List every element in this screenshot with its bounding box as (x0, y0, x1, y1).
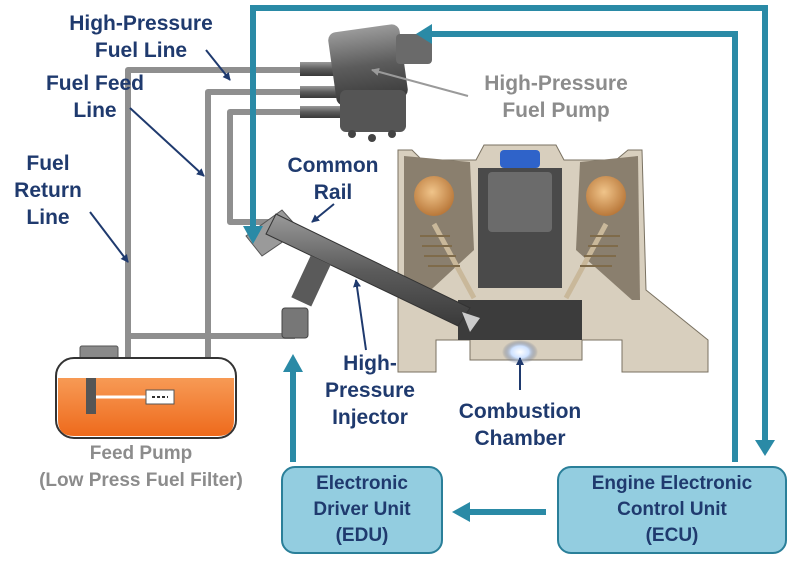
feed-pump (86, 378, 96, 414)
label-hp-fuel-line: High-Pressure Fuel Line (56, 10, 226, 64)
label-combustion-chamber-2: Chamber (474, 427, 566, 450)
ecu-to-rail-signal (250, 5, 768, 440)
label-fuel-feed-line-1: Fuel Feed (45, 72, 145, 95)
edu-to-injector-arrowhead (283, 354, 303, 372)
signal-arrows (243, 5, 775, 522)
label-common-rail: Common Rail (280, 152, 386, 206)
label-fuel-return-line-2: Return (14, 179, 82, 202)
label-feed-pump-2: (Low Press Fuel Filter) (39, 470, 243, 491)
hp-fuel-pipe (227, 109, 300, 225)
label-hp-injector-2: Pressure (325, 379, 415, 402)
fuel-feed-pipe (205, 89, 300, 380)
label-feed-pump: Feed Pump (Low Press Fuel Filter) (12, 440, 270, 494)
ecu-to-rail-arrowhead (243, 226, 263, 244)
leader-lines (89, 49, 524, 390)
ecu-to-pump-arrowhead (416, 24, 432, 44)
label-fuel-return-line-1: Fuel (26, 152, 70, 175)
label-hp-fuel-line-1: High-Pressure (69, 12, 213, 35)
label-hp-fuel-pump-1: High-Pressure (484, 72, 628, 95)
ecu-box: Engine Electronic Control Unit (ECU) (557, 466, 787, 554)
leader-hp-fuel-pump (371, 67, 469, 97)
edu-box: Electronic Driver Unit (EDU) (281, 466, 443, 554)
edu-box-line-1: Electronic (316, 473, 408, 494)
fuel-pipes (125, 67, 300, 380)
label-common-rail-2: Rail (313, 181, 353, 204)
ecu-box-line-2: Control Unit (617, 499, 727, 520)
label-hp-injector-3: Injector (332, 406, 408, 429)
edu-box-line-2: Driver Unit (313, 499, 411, 520)
label-fuel-return-line-3: Line (26, 206, 70, 229)
leader-hp-fuel-line (205, 49, 231, 81)
combustion-flame (502, 340, 538, 364)
leader-common-rail (311, 203, 335, 223)
label-hp-injector-1: High- (343, 352, 397, 375)
hp-fuel-pump (300, 24, 432, 142)
leader-hp-injector (353, 279, 367, 351)
ecu-box-line-1: Engine Electronic (591, 473, 753, 494)
ecu-to-edu-arrowhead (452, 502, 470, 522)
label-combustion-chamber-1: Combustion (458, 400, 582, 423)
label-hp-fuel-pump-2: Fuel Pump (502, 99, 610, 122)
fuel-return-pipe (125, 67, 300, 380)
label-feed-pump-1: Feed Pump (89, 443, 193, 464)
ecu-box-line-3: (ECU) (645, 525, 699, 546)
fuel-tank (55, 345, 237, 439)
edu-box-line-3: (EDU) (335, 525, 389, 546)
label-hp-fuel-line-2: Fuel Line (94, 39, 188, 62)
leader-fuel-return-line (89, 211, 129, 263)
ecu-feedback-arrowhead (755, 440, 775, 456)
label-common-rail-1: Common (287, 154, 379, 177)
label-fuel-return-line: Fuel Return Line (8, 150, 88, 231)
label-combustion-chamber: Combustion Chamber (440, 398, 600, 452)
label-hp-fuel-pump: High-Pressure Fuel Pump (466, 70, 646, 124)
engine-cylinder-head (397, 144, 709, 373)
hp-injector (245, 209, 480, 339)
ecu-to-pump-signal (432, 31, 738, 462)
label-fuel-feed-line-2: Line (73, 99, 117, 122)
label-hp-injector: High- Pressure Injector (318, 350, 422, 431)
leader-fuel-feed-line (129, 107, 205, 177)
label-fuel-feed-line: Fuel Feed Line (36, 70, 154, 124)
